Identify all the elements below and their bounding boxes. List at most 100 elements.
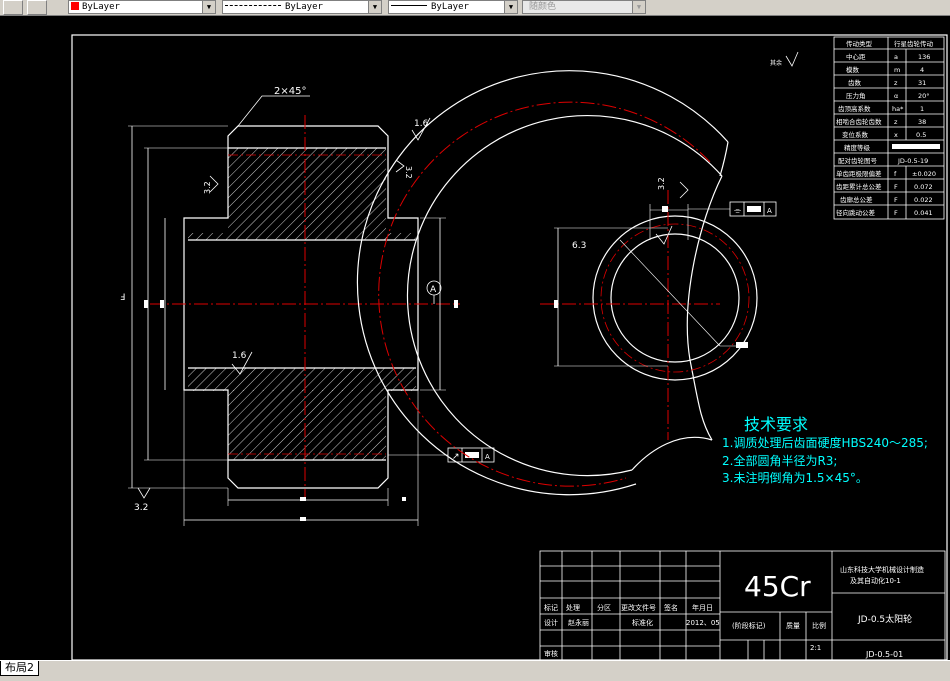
- lineweight-combo[interactable]: ByLayer ▼: [388, 0, 518, 14]
- gp-row7-name: 精度等级: [844, 143, 871, 152]
- color-value: ByLayer: [82, 2, 120, 12]
- tb-review-label: 审核: [544, 649, 558, 658]
- gp-row8-val: JD-0.5-19: [897, 157, 928, 165]
- tb-standard-label: 标准化: [632, 618, 653, 627]
- layer-previous-button[interactable]: [27, 0, 47, 15]
- gp-row12-name: 径向跳动公差: [836, 208, 876, 217]
- tb-scale-value: 2:1: [810, 644, 821, 652]
- roughness-1: 1.6: [414, 119, 429, 129]
- gp-row11-name: 齿廓总公差: [840, 195, 873, 204]
- gp-row5-name: 相啮合齿轮齿数: [836, 117, 882, 126]
- roughness-7: 3.2: [657, 177, 666, 190]
- gp-row3-name: 压力角: [846, 91, 866, 100]
- gp-row1-val: 4: [920, 66, 924, 74]
- gp-row0-sym: a: [894, 53, 898, 61]
- tb-date: 年月日: [692, 603, 713, 612]
- tol-datum-label-2: A: [767, 207, 772, 215]
- drawing-number: JD-0.5-01: [865, 650, 903, 659]
- tb-mark: 标记: [544, 603, 558, 612]
- tol-datum-label: A: [485, 453, 490, 461]
- gp-row1-name: 模数: [846, 65, 860, 74]
- tb-zone: 分区: [597, 603, 611, 612]
- lineweight-value: ByLayer: [431, 2, 469, 12]
- gp-row12-sym: F: [894, 209, 898, 217]
- linetype-value: ByLayer: [285, 2, 323, 12]
- color-combo[interactable]: ByLayer ▼: [68, 0, 216, 14]
- gp-row5-sym: z: [894, 118, 898, 126]
- gp-row2-sym: z: [894, 79, 898, 87]
- tb-designer: 赵永丽: [568, 618, 589, 627]
- properties-toolbar: ByLayer ▼ ByLayer ▼ ByLayer ▼ 随颜色 ▼: [0, 0, 950, 16]
- gp-row9-name: 单齿距极限偏差: [836, 169, 882, 178]
- tb-weight-label: 质量: [786, 621, 800, 630]
- hatch-bottom: [228, 390, 386, 460]
- gp-row11-val: 0.022: [914, 196, 933, 204]
- chevron-down-icon[interactable]: ▼: [632, 1, 645, 13]
- gp-row2-name: 齿数: [848, 78, 862, 87]
- tol-symbol-2: ⌯: [734, 206, 742, 216]
- gp-row6-sym: x: [894, 131, 898, 139]
- gp-header-0: 传动类型: [846, 39, 873, 48]
- tb-date-value: 2012、05: [686, 619, 720, 627]
- chevron-down-icon[interactable]: ▼: [202, 1, 215, 13]
- tb-signature: 签名: [664, 603, 678, 612]
- gp-row12-val: 0.041: [914, 209, 933, 217]
- gp-row6-name: 变位系数: [842, 130, 869, 139]
- gear-end-view: [356, 70, 777, 496]
- gp-row9-val: ±0.020: [912, 170, 936, 178]
- tab-layout2[interactable]: 布局2: [0, 661, 39, 676]
- company-line-2: 及其自动化10-1: [850, 576, 901, 585]
- sheet-border: [71, 34, 948, 661]
- gp-row10-val: 0.072: [914, 183, 933, 191]
- company-line-1: 山东科技大学机械设计制造: [840, 565, 924, 574]
- tb-design-label: 设计: [544, 618, 558, 627]
- roughness-5: 3.2: [134, 503, 148, 513]
- chamfer-label: 2×45°: [274, 86, 306, 97]
- gp-row6-val: 0.5: [916, 131, 926, 139]
- part-name: JD-0.5太阳轮: [857, 613, 912, 625]
- title-block-text: 45Cr 山东科技大学机械设计制造 及其自动化10-1 JD-0.5太阳轮 JD…: [544, 565, 924, 659]
- gear-section-view: [128, 95, 495, 526]
- gp-row4-val: 1: [920, 105, 924, 113]
- gear-params-text: 传动类型 行星齿轮传动 中心距 a 136 模数 m 4 齿数 z 31 压力角…: [836, 39, 936, 217]
- gp-row4-sym: ha*: [892, 105, 904, 113]
- gp-row8-name: 配对齿轮图号: [838, 156, 878, 165]
- tb-change-doc: 更改文件号: [621, 603, 656, 612]
- layout-tabs-bar: 布局2: [0, 660, 950, 681]
- gp-row1-sym: m: [894, 66, 900, 74]
- gp-row0-val: 136: [918, 53, 930, 61]
- gp-row2-val: 31: [918, 79, 926, 87]
- hatch-top: [228, 148, 386, 218]
- gp-row9-sym: f: [894, 170, 897, 178]
- other-roughness-note: 其余: [770, 59, 782, 67]
- plotstyle-combo[interactable]: 随颜色 ▼: [522, 0, 646, 14]
- plotstyle-value: 随颜色: [529, 2, 557, 12]
- gp-row10-name: 齿距累计总公差: [836, 182, 882, 191]
- datum-a-label: A: [430, 285, 437, 295]
- chevron-down-icon[interactable]: ▼: [504, 1, 517, 13]
- color-swatch: [71, 2, 79, 10]
- roughness-2: 1.6: [232, 351, 247, 361]
- gp-row10-sym: F: [894, 183, 898, 191]
- tech-req-item-1: 1.调质处理后齿面硬度HBS240～285;: [722, 435, 928, 450]
- chevron-down-icon[interactable]: ▼: [368, 1, 381, 13]
- drawing-svg: 2×45° 1.6 1.6 3.2 3.2 3.2 A A ↗ Ⅎ: [71, 34, 948, 661]
- roughness-4: 3.2: [203, 181, 212, 194]
- gp-row11-sym: F: [894, 196, 898, 204]
- tb-stage-label: (阶段标记): [732, 621, 766, 630]
- tech-req-item-3: 3.未注明倒角为1.5×45°。: [722, 470, 868, 485]
- linetype-combo[interactable]: ByLayer ▼: [222, 0, 382, 14]
- gp-row3-val: 20°: [918, 92, 930, 100]
- gp-row3-sym: α: [894, 92, 898, 100]
- layer-state-button[interactable]: [3, 0, 23, 15]
- drawing-canvas[interactable]: 2×45° 1.6 1.6 3.2 3.2 3.2 A A ↗ Ⅎ: [0, 16, 950, 661]
- lineweight-sample: [391, 5, 427, 6]
- gp-header-1: 行星齿轮传动: [894, 39, 934, 48]
- material-label: 45Cr: [744, 570, 811, 603]
- tol-symbol: ↗: [452, 452, 460, 462]
- tech-req-title: 技术要求: [744, 415, 808, 434]
- gp-row5-val: 38: [918, 118, 926, 126]
- roughness-6: 6.3: [572, 241, 586, 251]
- tb-process: 处理: [566, 603, 580, 612]
- linetype-sample: [225, 5, 281, 6]
